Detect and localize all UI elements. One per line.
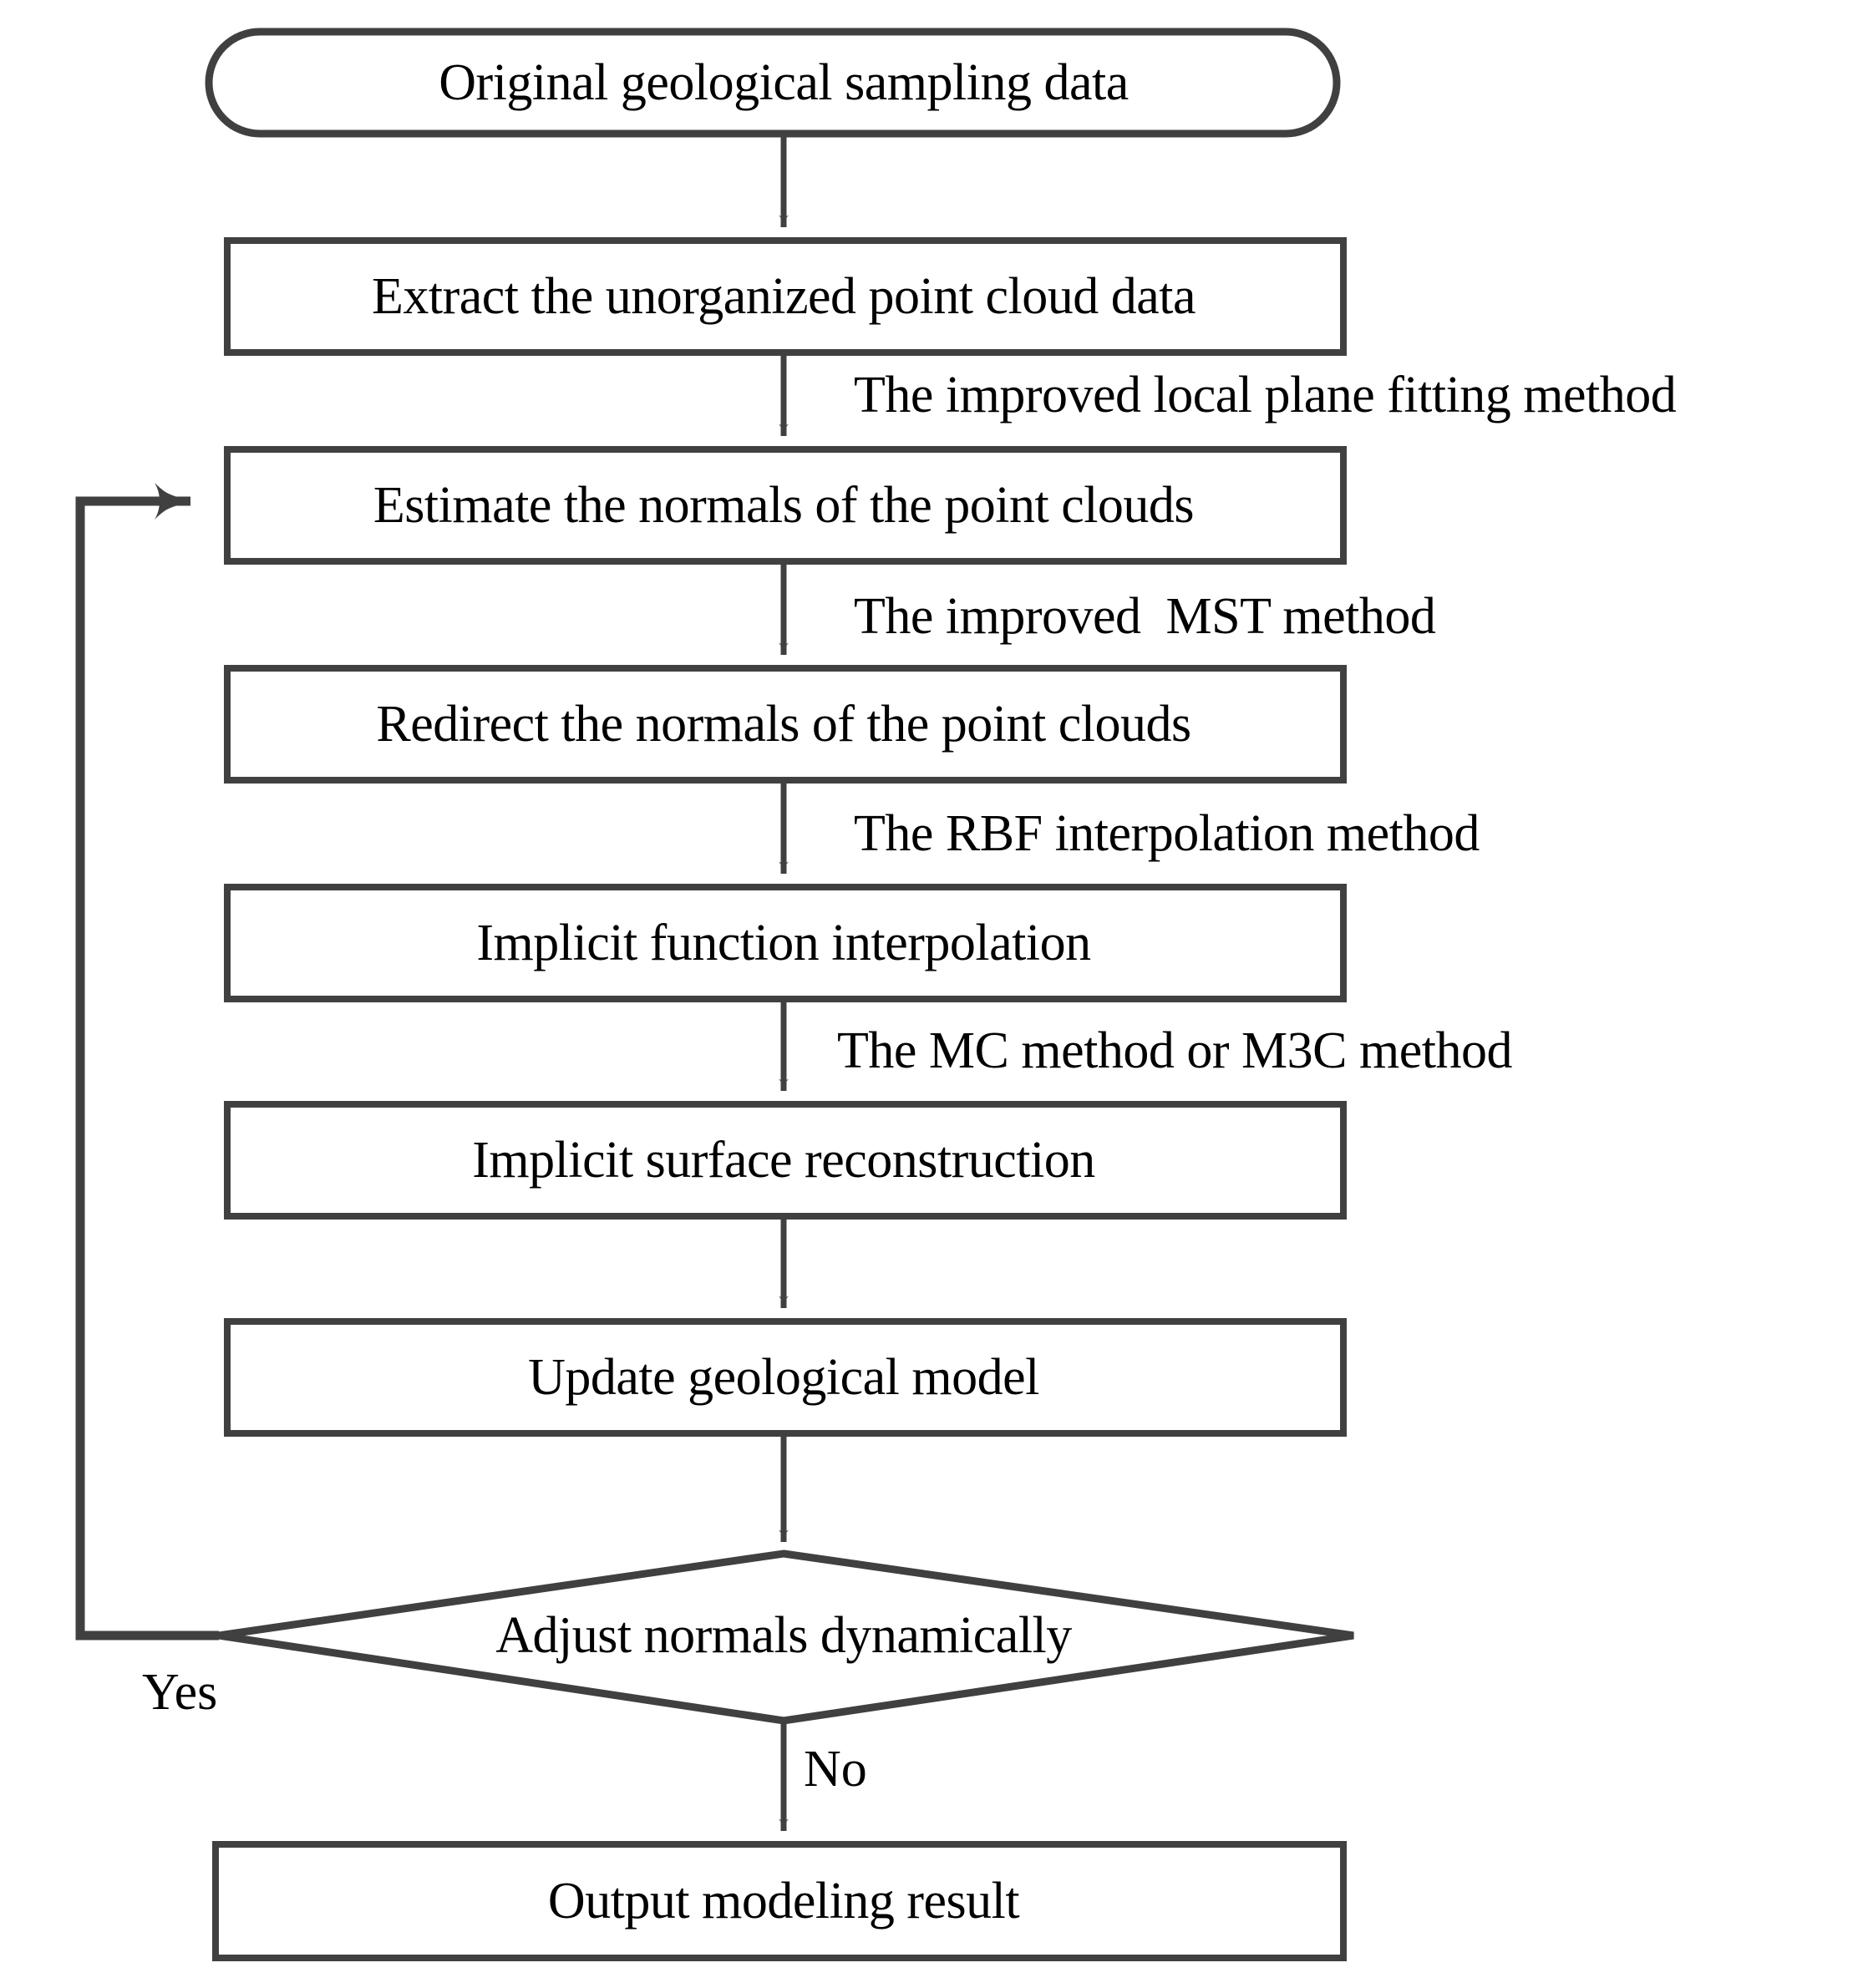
node-start-label: Original geological sampling data xyxy=(439,54,1129,111)
node-interp-label: Implicit function interpolation xyxy=(476,915,1091,971)
node-decision-label: Adjust normals dynamically xyxy=(495,1607,1072,1664)
node-redirect-label: Redirect the normals of the point clouds xyxy=(376,696,1191,753)
node-output-shape xyxy=(212,1841,1347,1961)
edge-label-mst: The improved MST method xyxy=(854,588,1436,645)
node-estimate-label: Estimate the normals of the point clouds xyxy=(373,477,1195,534)
edge-label-mc: The MC method or M3C method xyxy=(837,1022,1512,1079)
node-redirect-shape xyxy=(224,665,1347,784)
node-update-label: Update geological model xyxy=(528,1349,1039,1406)
branch-label-yes: Yes xyxy=(142,1664,218,1721)
node-start-shape xyxy=(205,28,1341,138)
node-extract-label: Extract the unorganized point cloud data xyxy=(371,268,1196,325)
edge-decision-yes-loop xyxy=(75,483,219,1641)
node-extract-shape xyxy=(224,237,1347,356)
branch-label-no: No xyxy=(804,1741,867,1798)
node-output-label: Output modeling result xyxy=(547,1873,1020,1930)
node-reconstruct-label: Implicit surface reconstruction xyxy=(472,1132,1095,1189)
edge-label-local-plane: The improved local plane fitting method xyxy=(854,367,1677,423)
edge-label-rbf: The RBF interpolation method xyxy=(854,805,1480,862)
node-estimate-shape xyxy=(224,446,1347,565)
